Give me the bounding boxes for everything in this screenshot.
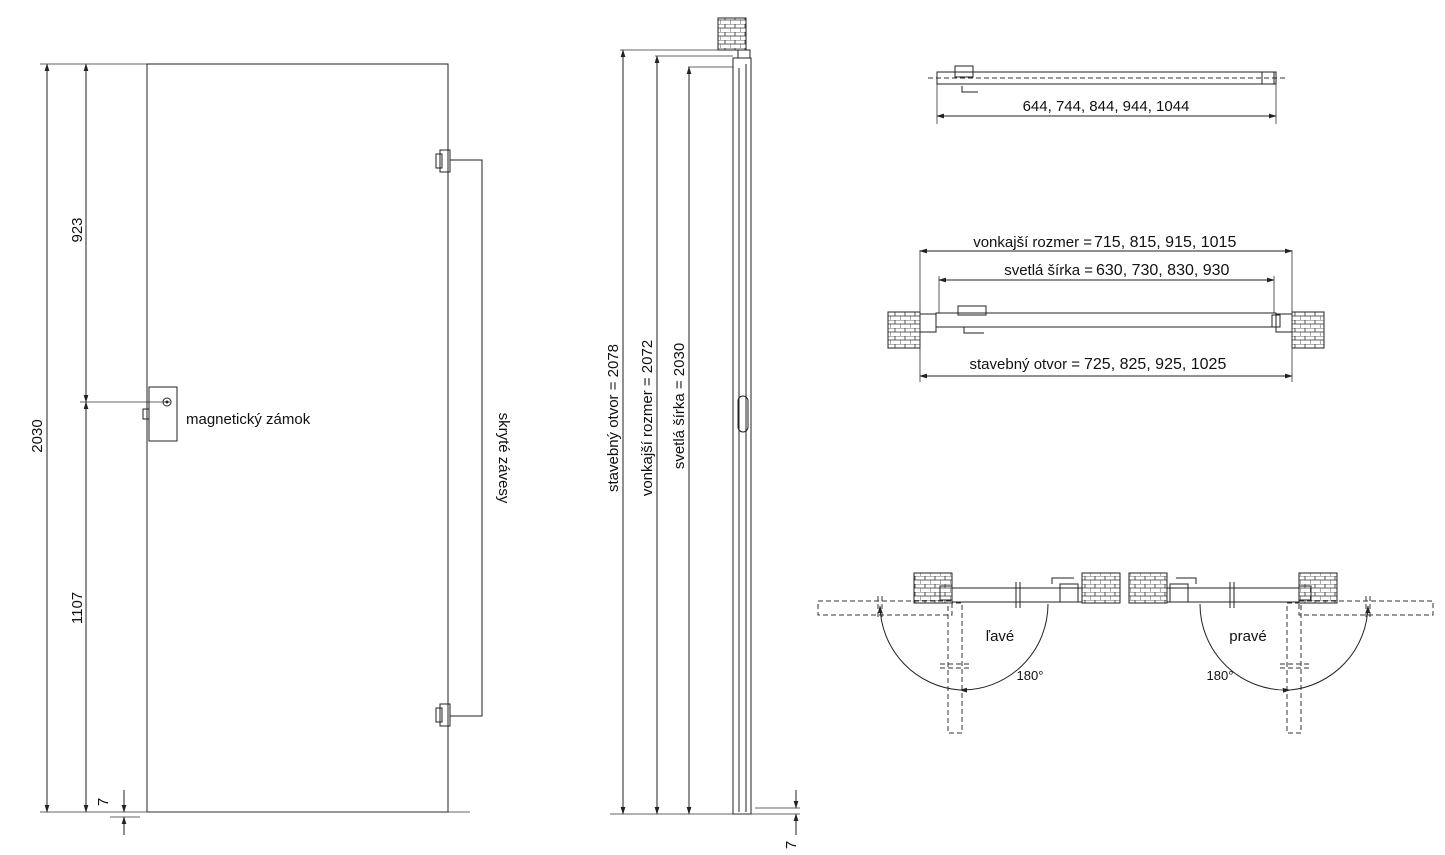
frame-profile — [732, 57, 752, 815]
side-dim-gap: 7 — [783, 841, 800, 849]
plan-view: vonkajší rozmer = 715, 815, 915, 1015 sv… — [887, 234, 1325, 382]
wall-brick-left — [887, 311, 921, 349]
hinges-label: skryté závesy — [495, 413, 512, 504]
wall-brick-top — [717, 17, 747, 51]
outer-label: vonkajší rozmer = — [973, 234, 1092, 251]
dim-upper: 923 — [69, 217, 86, 242]
swing-right-label: pravé — [1229, 628, 1267, 645]
magnetic-lock — [142, 386, 178, 442]
opening-label: stavebný otvor = — [970, 356, 1081, 373]
clear-values: 630, 730, 830, 930 — [1096, 262, 1230, 279]
dim-lower: 1107 — [69, 592, 86, 624]
swing-right-angle: 180° — [1207, 668, 1234, 683]
front-view: 2030 923 1107 7 magnetický zámok skryté … — [29, 63, 512, 835]
wall-brick-right — [1291, 311, 1325, 349]
side-dim-clear: svetlá šírka = 2030 — [671, 343, 688, 469]
swing-left-label: ľavé — [986, 628, 1015, 645]
side-view: stavebný otvor = 2078 vonkajší rozmer = … — [605, 17, 800, 849]
door-widths: 644, 744, 844, 944, 1044 — [1023, 98, 1190, 115]
dim-total: 2030 — [29, 419, 46, 452]
swing-right: pravé 180° — [1128, 572, 1434, 734]
outer-values: 715, 815, 915, 1015 — [1094, 234, 1236, 251]
lock-label: magnetický zámok — [186, 411, 311, 428]
clear-label: svetlá šírka = — [1004, 262, 1093, 279]
door-leaf — [146, 63, 449, 813]
top-view: 644, 744, 844, 944, 1044 — [928, 65, 1288, 124]
opening-values: 725, 825, 925, 1025 — [1084, 356, 1226, 373]
hinge-top — [435, 149, 451, 173]
hinge-bottom — [435, 703, 451, 727]
dim-gap-front: 7 — [95, 798, 112, 806]
swing-left-angle: 180° — [1017, 668, 1044, 683]
side-dim-outer: vonkajší rozmer = 2072 — [639, 340, 656, 496]
swing-left: ľavé 180° — [817, 572, 1121, 734]
side-dim-opening: stavebný otvor = 2078 — [605, 344, 622, 492]
